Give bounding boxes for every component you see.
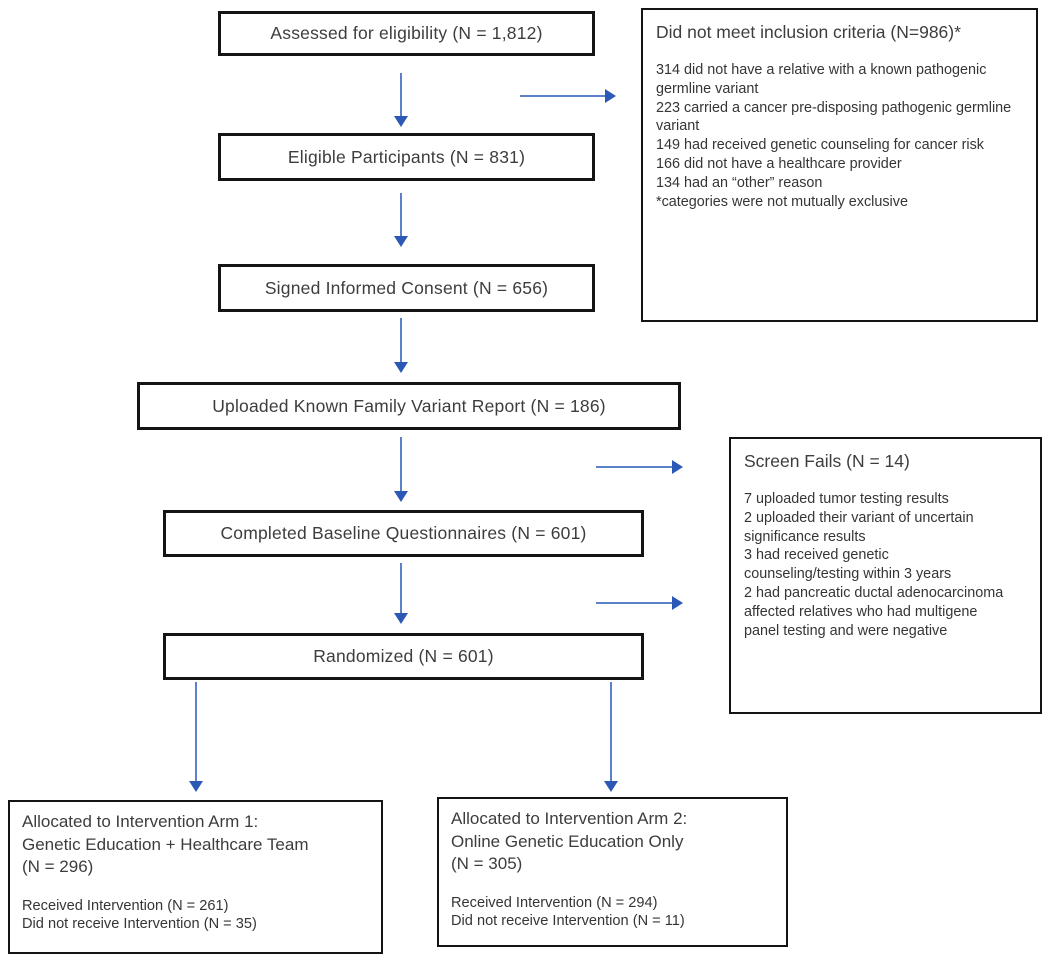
screen-fails-item-2: 2 uploaded their variant of uncertain si… <box>744 509 974 545</box>
arm1-title-line-2: Genetic Education + Healthcare Team <box>22 834 309 854</box>
arm1-details: Received Intervention (N = 261) Did not … <box>22 897 381 934</box>
box-uploaded-variant-report: Uploaded Known Family Variant Report (N … <box>137 382 681 430</box>
box-randomized: Randomized (N = 601) <box>163 633 644 680</box>
exclusion-items: 314 did not have a relative with a known… <box>656 61 1036 211</box>
box-completed-baseline: Completed Baseline Questionnaires (N = 6… <box>163 510 644 557</box>
arrow-eligible-to-signed <box>394 193 408 247</box>
box-screen-fails: Screen Fails (N = 14) 7 uploaded tumor t… <box>729 437 1042 714</box>
screen-fails-item-1: 7 uploaded tumor testing results <box>744 491 949 507</box>
arm2-title-line-1: Allocated to Intervention Arm 2: <box>451 809 688 828</box>
arm1-not-received: Did not receive Intervention (N = 35) <box>22 916 257 932</box>
assessed-label: Assessed for eligibility (N = 1,812) <box>270 23 543 43</box>
arm1-title-line-3: (N = 296) <box>22 857 94 876</box>
exclusion-title: Did not meet inclusion criteria (N=986)* <box>656 22 961 42</box>
arrow-to-screen-fails-lower <box>596 596 683 610</box>
arm1-title-line-1: Allocated to Intervention Arm 1: <box>22 812 259 831</box>
exclusion-item-2: 223 carried a cancer pre-disposing patho… <box>656 99 1012 135</box>
arrow-completed-to-randomized <box>394 563 408 624</box>
arm2-title: Allocated to Intervention Arm 2: Online … <box>451 808 786 876</box>
screen-fails-title: Screen Fails (N = 14) <box>744 451 910 471</box>
arm1-title: Allocated to Intervention Arm 1: Genetic… <box>22 811 381 879</box>
arm1-received: Received Intervention (N = 261) <box>22 897 229 914</box>
box-signed-consent: Signed Informed Consent (N = 656) <box>218 264 595 312</box>
exclusion-item-4: 166 did not have a healthcare provider <box>656 155 902 172</box>
eligible-label: Eligible Participants (N = 831) <box>287 146 526 167</box>
arm2-title-line-3: (N = 305) <box>451 854 523 873</box>
arrow-to-screen-fails-upper <box>596 460 683 474</box>
arrow-signed-to-uploaded <box>394 318 408 373</box>
exclusion-item-3: 149 had received genetic counseling for … <box>656 137 984 154</box>
arm2-received: Received Intervention (N = 294) <box>451 894 658 911</box>
completed-label: Completed Baseline Questionnaires (N = 6… <box>220 523 587 543</box>
arm2-title-line-2: Online Genetic Education Only <box>451 831 684 851</box>
exclusion-item-6: *categories were not mutually exclusive <box>656 193 908 210</box>
randomized-label: Randomized (N = 601) <box>313 646 494 666</box>
screen-fails-item-4: 2 had pancreatic ductal adenocarcinoma a… <box>744 584 1004 639</box>
exclusion-item-5: 134 had an “other” reason <box>656 174 823 191</box>
uploaded-label: Uploaded Known Family Variant Report (N … <box>212 395 606 416</box>
exclusion-item-1: 314 did not have a relative with a known… <box>656 62 987 97</box>
box-eligible-participants: Eligible Participants (N = 831) <box>218 133 595 181</box>
box-assessed-eligibility: Assessed for eligibility (N = 1,812) <box>218 11 595 56</box>
signed-label: Signed Informed Consent (N = 656) <box>264 277 549 298</box>
arrow-randomized-to-arm1 <box>189 682 203 792</box>
screen-fails-items: 7 uploaded tumor testing results 2 uploa… <box>744 490 1006 640</box>
arrow-randomized-to-arm2 <box>604 682 618 792</box>
box-arm1-allocation: Allocated to Intervention Arm 1: Genetic… <box>8 800 383 954</box>
arrow-to-exclusion-box <box>520 89 616 103</box>
box-exclusion-criteria: Did not meet inclusion criteria (N=986)*… <box>641 8 1038 322</box>
screen-fails-item-3: 3 had received genetic counseling/testin… <box>744 547 952 583</box>
arrow-uploaded-to-completed <box>394 437 408 502</box>
arm2-not-received: Did not receive Intervention (N = 11) <box>451 913 685 929</box>
arm2-details: Received Intervention (N = 294) Did not … <box>451 894 786 931</box>
box-arm2-allocation: Allocated to Intervention Arm 2: Online … <box>437 797 788 947</box>
arrow-assessed-to-eligible <box>394 73 408 127</box>
